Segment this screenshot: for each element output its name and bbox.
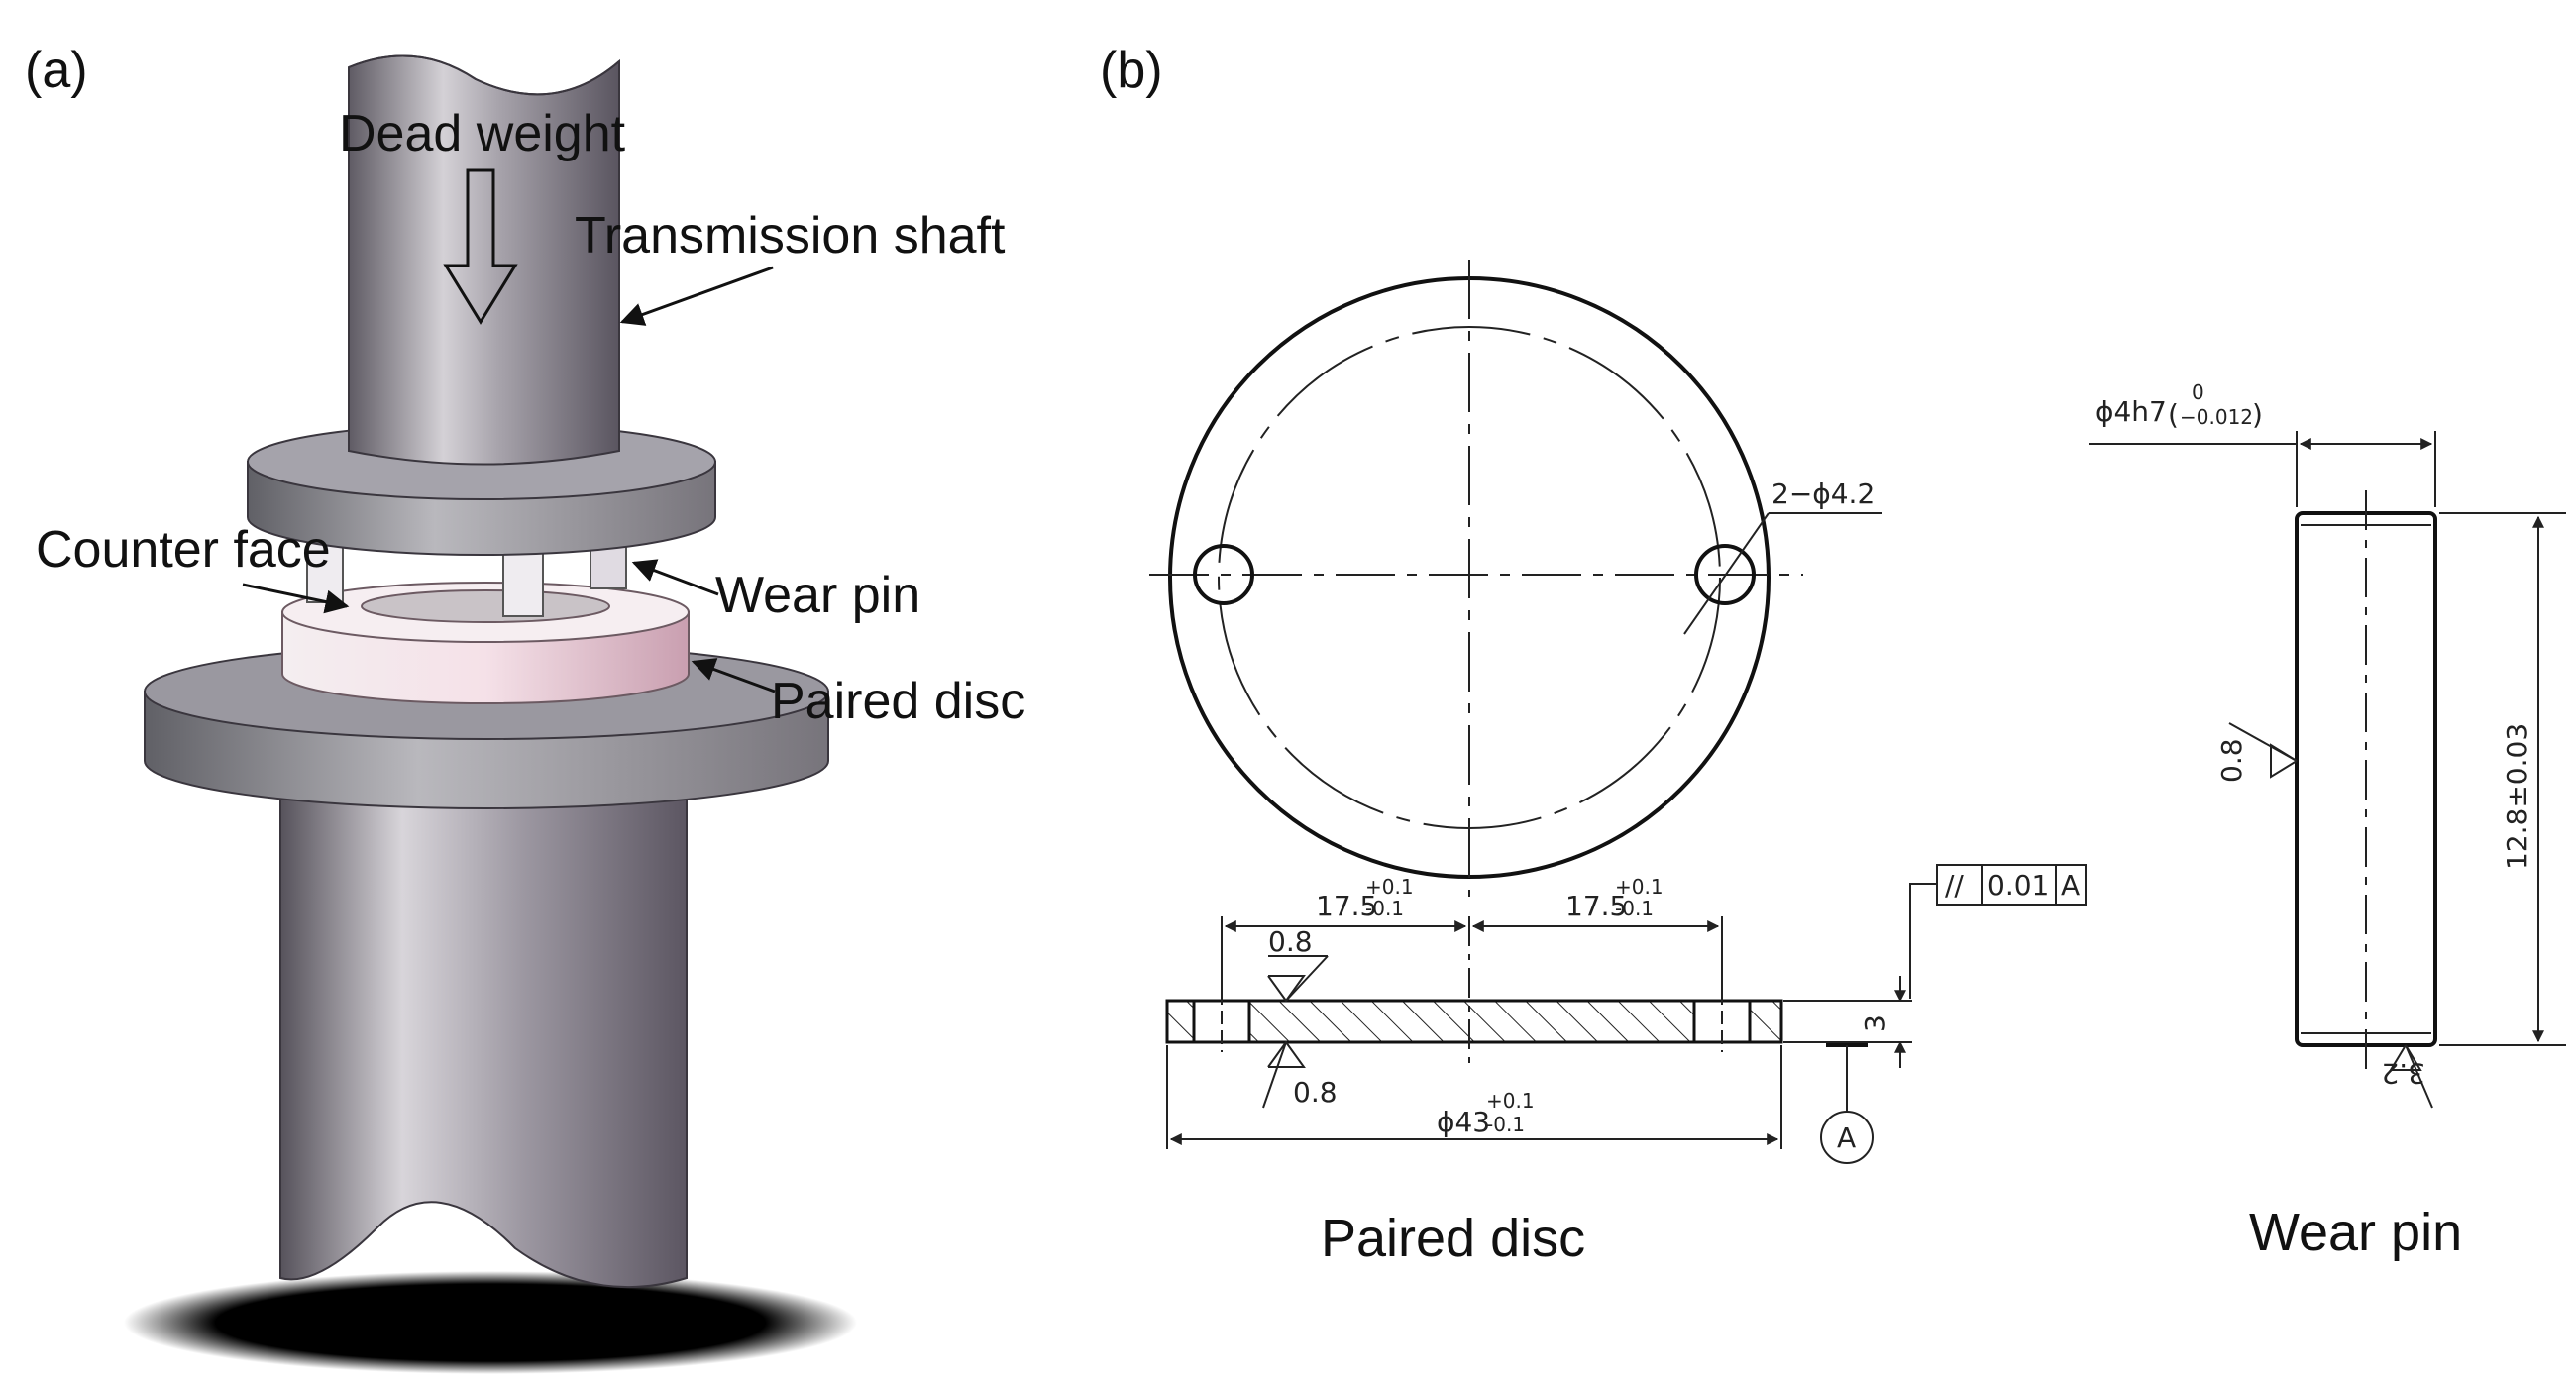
counter-face-label: Counter face [36, 521, 331, 579]
disc-caption: Paired disc [1321, 1209, 1585, 1268]
bolt-hole-right [1694, 544, 1756, 605]
roughness-bottom: 0.8 [1293, 1076, 1338, 1109]
disc-section-view: 17.5 +0.1 -0.1 17.5 +0.1 -0.1 0.8 0.8 ϕ4… [1165, 864, 2087, 1164]
left-span-nominal: 17.5 [1316, 890, 1377, 922]
paired-disc-leader [691, 658, 776, 693]
datum-label: A [1837, 1121, 1856, 1154]
roughness-top: 0.8 [1268, 925, 1313, 958]
pin-diameter-tol-lower: −0.012 [2180, 405, 2253, 429]
pin-caption: Wear pin [2249, 1203, 2462, 1262]
wear-pin-drawing: ϕ4h7 ( 0 −0.012 ) 12.8±0.03 0.8 3.2 [2089, 380, 2566, 1109]
counter-face-leader [242, 583, 350, 614]
dead-weight-label: Dead weight [339, 105, 626, 162]
disc-top-view: 2−ϕ4.2 [1149, 260, 1882, 897]
right-span-tol-upper: +0.1 [1615, 875, 1664, 899]
left-span-tol-lower: -0.1 [1365, 897, 1404, 920]
thickness-dim: 3 [1859, 1014, 1891, 1032]
parallel-datum: A [2061, 869, 2080, 902]
right-span-tol-lower: -0.1 [1615, 897, 1654, 920]
right-span-nominal: 17.5 [1565, 890, 1627, 922]
diameter-tol-upper: +0.1 [1486, 1089, 1535, 1113]
parallel-symbol: // [1945, 869, 1964, 902]
left-span-tol-upper: +0.1 [1365, 875, 1414, 899]
dead-weight-arrow [443, 168, 518, 325]
paired-disc-ring [281, 582, 690, 704]
paired-disc-label: Paired disc [771, 673, 1025, 730]
panel-a-rendering: (a) Dea [25, 42, 1025, 1374]
diameter-tol-lower: -0.1 [1486, 1113, 1525, 1136]
panel-b-label: (b) [1100, 42, 1163, 99]
bolt-hole-left [1193, 544, 1254, 605]
pin-roughness-side: 0.8 [2215, 738, 2248, 783]
panel-a-label: (a) [25, 42, 88, 99]
pin-roughness-end: 3.2 [2381, 1057, 2425, 1090]
transmission-shaft-leader [619, 266, 774, 326]
ground-shadow [124, 1271, 857, 1374]
pin-diameter: ϕ4h7 [2095, 395, 2167, 428]
wear-pin-label: Wear pin [715, 567, 920, 624]
transmission-shaft-label: Transmission shaft [575, 207, 1006, 265]
diameter-nominal: ϕ43 [1437, 1106, 1490, 1138]
lower-cylinder [279, 782, 688, 1289]
pin-diameter-paren-close: ) [2252, 398, 2263, 431]
wear-pin-leader [631, 559, 719, 596]
pin-diameter-paren-open: ( [2168, 398, 2179, 431]
parallel-tolerance: 0.01 [1987, 869, 2049, 902]
hole-dimension: 2−ϕ4.2 [1771, 478, 1875, 510]
pin-diameter-tol-upper: 0 [2192, 380, 2204, 404]
panel-b-drawings: (b) 2−ϕ4.2 17.5 +0.1 [1100, 42, 2566, 1268]
pin-length: 12.8±0.03 [2501, 723, 2533, 870]
